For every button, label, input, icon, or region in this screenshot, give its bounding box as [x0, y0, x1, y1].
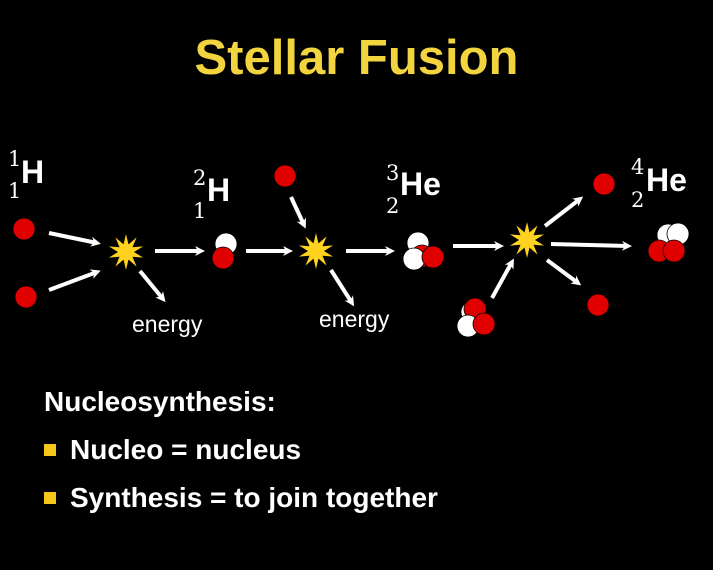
isotope-mass-number: 4 — [631, 155, 644, 179]
particles — [12, 164, 690, 338]
energy-label: energy — [319, 306, 390, 332]
isotope-symbol: H — [21, 154, 44, 190]
isotope-symbol: He — [400, 166, 441, 202]
proton-icon — [211, 246, 235, 270]
arrow-icon — [289, 196, 307, 229]
reaction-arrows — [48, 196, 632, 307]
isotope-symbol: H — [207, 172, 230, 208]
list-item: Synthesis = to join together — [44, 482, 438, 514]
arrow-icon — [329, 268, 355, 307]
isotope-mass-number: 1 — [8, 147, 21, 171]
page-title: Stellar Fusion — [194, 31, 519, 85]
neutron-icon — [402, 247, 426, 271]
isotope-atomic-number: 1 — [193, 199, 206, 223]
arrow-icon — [138, 269, 166, 303]
arrow-icon — [550, 240, 632, 251]
isotope-atomic-number: 2 — [386, 194, 399, 218]
energy-label: energy — [132, 311, 203, 337]
isotope-atomic-number: 1 — [8, 179, 21, 203]
proton-icon — [421, 245, 445, 269]
proton-icon — [472, 312, 496, 336]
definition-text: Synthesis = to join together — [70, 482, 438, 513]
proton-icon — [14, 285, 38, 309]
nucleosynthesis-definition: Nucleosynthesis: Nucleo = nucleus Synthe… — [44, 386, 438, 530]
proton-icon — [662, 239, 686, 263]
arrow-icon — [543, 196, 584, 228]
energy-burst-icon — [298, 233, 334, 269]
energy-burst-icon — [108, 234, 144, 270]
proton-icon — [273, 164, 297, 188]
isotope-label-he3: 3 2 He — [386, 161, 441, 218]
isotope-symbol: He — [646, 162, 687, 198]
definition-text: Nucleo = nucleus — [70, 434, 302, 465]
isotope-mass-number: 2 — [193, 166, 206, 190]
list-item: Nucleo = nucleus — [44, 434, 438, 466]
isotope-label-h1: 1 1 H — [8, 147, 44, 203]
arrow-icon — [545, 258, 582, 286]
proton-icon — [586, 293, 610, 317]
isotope-label-h2: 2 1 H — [193, 166, 230, 223]
energy-burst-icon — [509, 222, 545, 258]
proton-icon — [592, 172, 616, 196]
isotope-mass-number: 3 — [386, 161, 399, 185]
proton-icon — [12, 217, 36, 241]
bullet-square-icon — [44, 444, 56, 456]
arrow-icon — [48, 231, 101, 247]
energy-bursts — [108, 222, 545, 270]
isotope-atomic-number: 2 — [631, 188, 644, 212]
arrow-icon — [490, 258, 514, 299]
arrow-icon — [48, 269, 101, 292]
bullet-square-icon — [44, 492, 56, 504]
definition-heading: Nucleosynthesis: — [44, 386, 276, 417]
isotope-label-he4: 4 2 He — [631, 155, 687, 212]
